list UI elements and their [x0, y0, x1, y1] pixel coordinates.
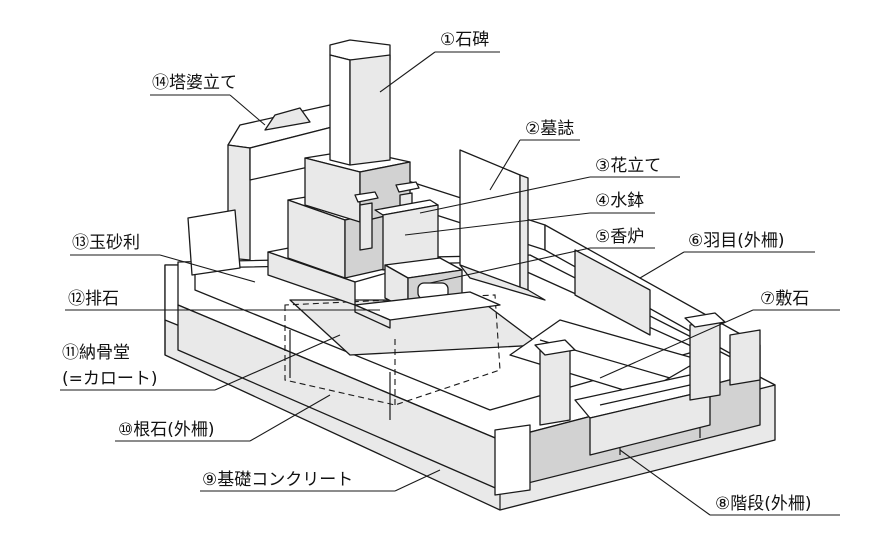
steps [574, 374, 711, 456]
label-stupa-stand: ⑭塔婆立て [152, 73, 237, 93]
tombstone [329, 39, 391, 166]
label-paving-stone: ⑦敷石 [760, 289, 809, 309]
stupa-stand [187, 104, 341, 276]
label-steps: ⑧階段(外柵) [715, 494, 812, 514]
label-water-bowl: ④水鉢 [595, 191, 644, 211]
label-fence-panel: ⑥羽目(外柵) [688, 231, 785, 251]
label-gravel: ⑬玉砂利 [72, 233, 140, 253]
epitaph-stone [459, 149, 546, 301]
label-base-stone: ⑩根石(外柵) [118, 420, 215, 440]
corner-posts [494, 312, 761, 496]
label-flower-stand: ③花立て [595, 156, 661, 176]
label-incense-burner: ⑤香炉 [595, 227, 644, 247]
label-drainage-stone: ⑫排石 [68, 289, 119, 309]
leader-lines [60, 51, 840, 516]
label-epitaph: ②墓誌 [525, 119, 574, 139]
label-foundation: ⑨基礎コンクリート [202, 470, 353, 490]
label-ossuary-alt: (=カロート) [62, 369, 158, 389]
label-ossuary: ⑪納骨堂 [62, 343, 130, 363]
water-bowl [374, 199, 439, 271]
label-tombstone: ①石碑 [440, 30, 489, 50]
